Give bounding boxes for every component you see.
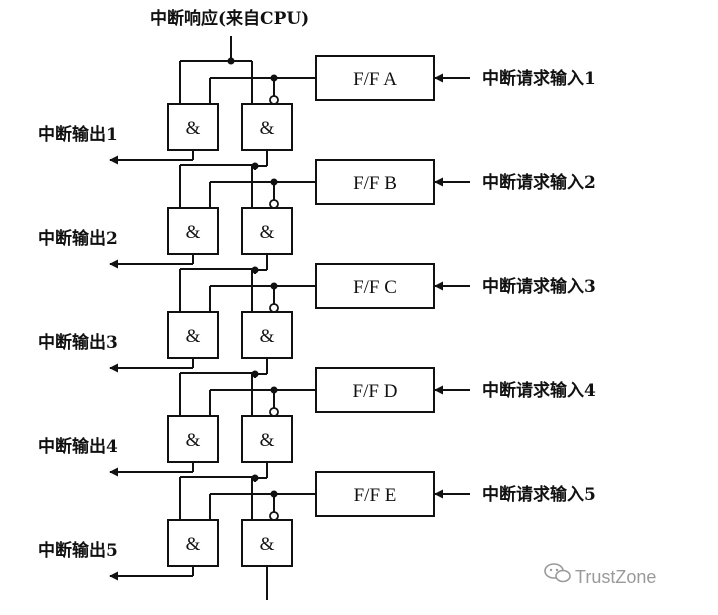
interrupt-request-input-label: 中断请求输入5 — [482, 484, 596, 505]
flip-flop-label: F/F B — [353, 173, 397, 194]
and-gate-symbol: & — [186, 222, 201, 243]
and-gate-symbol: & — [260, 326, 275, 347]
chain-and-gate — [241, 207, 293, 255]
and-gate-symbol: & — [260, 222, 275, 243]
flip-flop-box — [315, 471, 435, 517]
interrupt-request-input-label: 中断请求输入1 — [482, 68, 596, 89]
inverter-bubble — [269, 303, 279, 313]
chain-and-gate — [241, 519, 293, 567]
flip-flop-label: F/F A — [353, 69, 397, 90]
flip-flop-box — [315, 159, 435, 205]
watermark: TrustZone — [544, 563, 656, 587]
flip-flop-box — [315, 367, 435, 413]
title: 中断响应(来自CPU) — [150, 8, 309, 29]
interrupt-request-input-label: 中断请求输入3 — [482, 276, 596, 297]
wechat-icon — [544, 563, 571, 583]
flip-flop-label: F/F D — [353, 381, 398, 402]
interrupt-output-label: 中断输出2 — [38, 228, 118, 249]
inverter-bubble — [269, 511, 279, 521]
and-gate-symbol: & — [260, 534, 275, 555]
flip-flop-label: F/F C — [353, 277, 397, 298]
interrupt-output-label: 中断输出3 — [38, 332, 118, 353]
flip-flop-box — [315, 263, 435, 309]
interrupt-request-input-label: 中断请求输入4 — [482, 380, 596, 401]
chain-and-gate — [241, 311, 293, 359]
watermark-text: TrustZone — [575, 567, 656, 587]
inverter-bubble — [269, 95, 279, 105]
flip-flop-box — [315, 55, 435, 101]
and-gate-symbol: & — [186, 118, 201, 139]
and-gate-symbol: & — [186, 326, 201, 347]
and-gate-symbol: & — [260, 430, 275, 451]
output-and-gate — [167, 311, 219, 359]
interrupt-output-label: 中断输出1 — [38, 124, 118, 145]
output-and-gate — [167, 415, 219, 463]
flip-flop-label: F/F E — [354, 485, 397, 506]
interrupt-output-label: 中断输出5 — [38, 540, 118, 561]
inverter-bubble — [269, 199, 279, 209]
and-gate-symbol: & — [186, 430, 201, 451]
inverter-bubble — [269, 407, 279, 417]
interrupt-request-input-label: 中断请求输入2 — [482, 172, 596, 193]
interrupt-output-label: 中断输出4 — [38, 436, 118, 457]
and-gate-symbol: & — [186, 534, 201, 555]
and-gate-symbol: & — [260, 118, 275, 139]
